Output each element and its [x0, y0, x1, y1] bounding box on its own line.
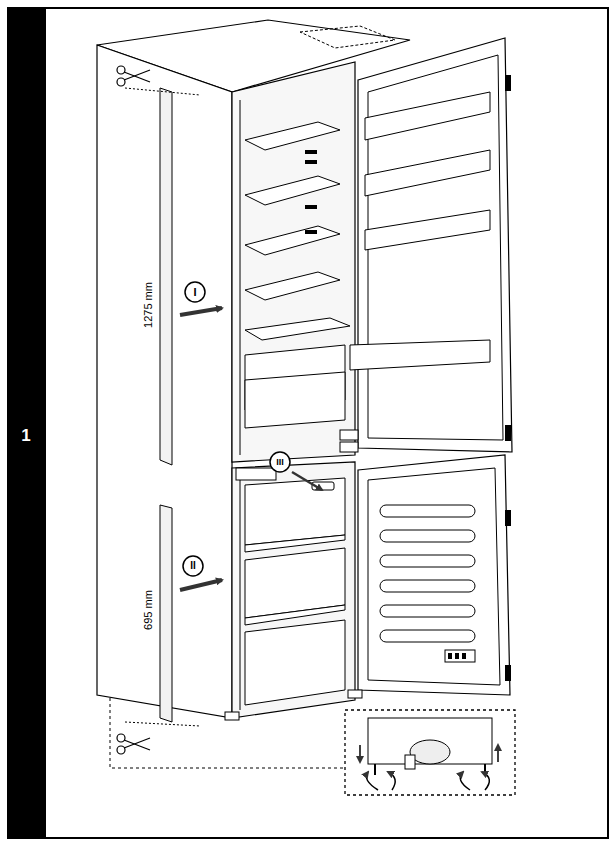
step-number: 1: [21, 427, 30, 444]
dimension-label: 695 mm: [142, 588, 155, 632]
dimension-label: 1275 mm: [142, 280, 155, 330]
callout-number: II: [190, 561, 196, 571]
callout-number: III: [276, 458, 284, 467]
callout-number: I: [193, 287, 196, 298]
